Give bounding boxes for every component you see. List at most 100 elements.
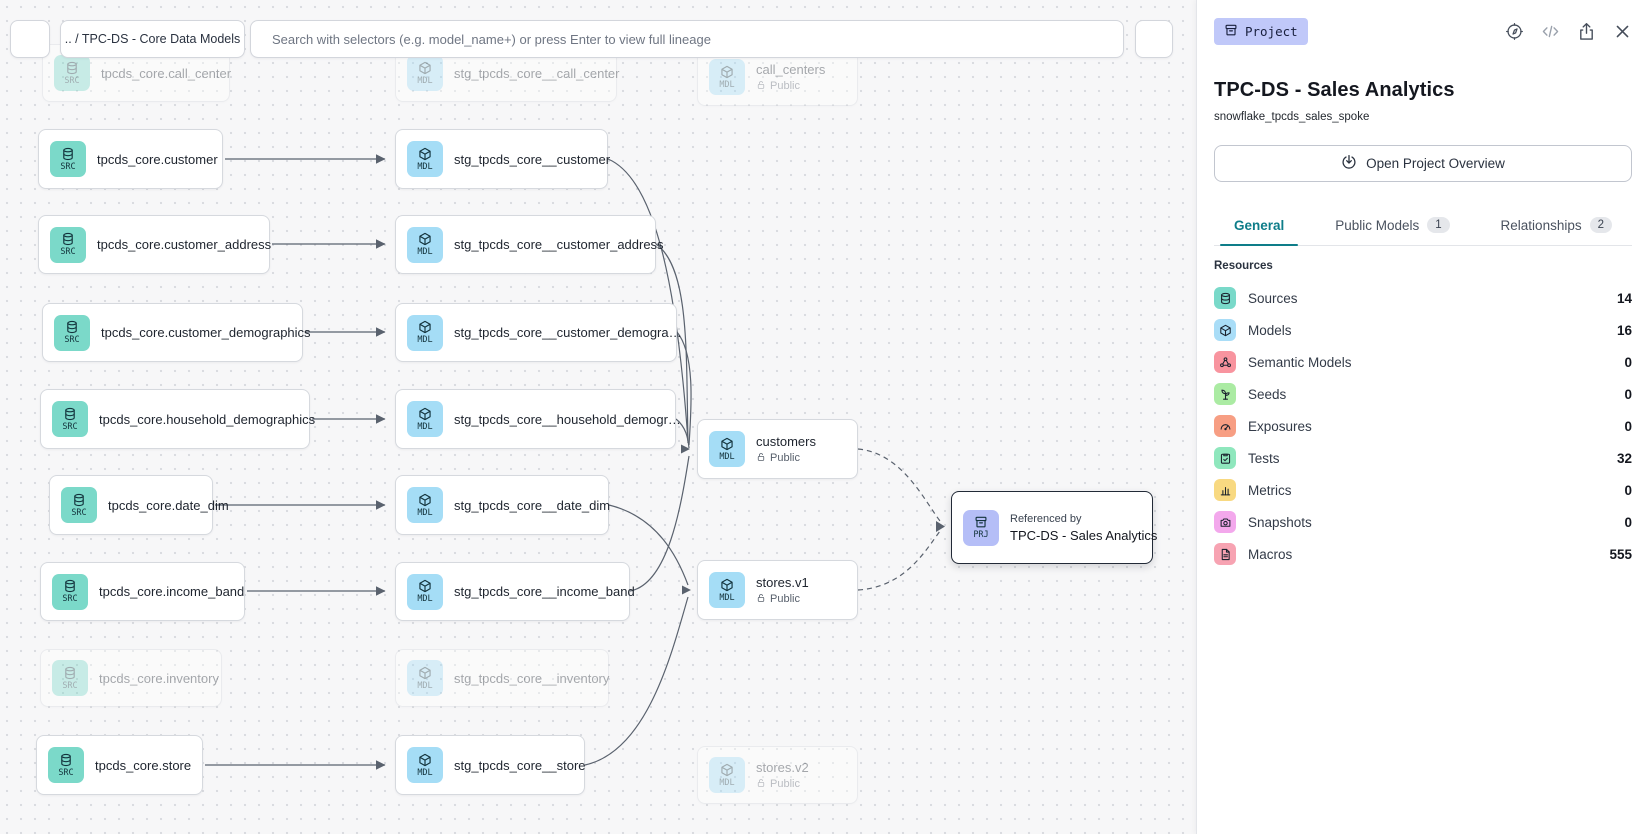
referenced-by-label: Referenced by: [1010, 512, 1082, 525]
snapshot-icon: [1214, 511, 1236, 533]
refresh-lineage-button[interactable]: [1135, 20, 1173, 58]
node-label: TPC-DS - Sales Analytics: [1010, 527, 1158, 543]
cube-icon: MDL: [407, 573, 443, 610]
resource-count: 0: [1624, 482, 1632, 498]
graph-node-src-date-dim[interactable]: SRC tpcds_core.date_dim: [49, 475, 229, 535]
metric-icon: [1214, 479, 1236, 501]
node-label: stg_tpcds_core__income_band: [454, 584, 635, 599]
cube-icon: MDL: [407, 487, 443, 523]
panel-header-icons: [1505, 22, 1632, 41]
resource-count: 0: [1624, 386, 1632, 402]
unlock-icon: [756, 778, 766, 791]
graph-node-src-customer[interactable]: SRC tpcds_core.customer: [38, 129, 223, 189]
resource-row-seeds[interactable]: Seeds 0: [1214, 378, 1632, 410]
database-icon: SRC: [61, 487, 97, 523]
semantic-icon: [1214, 351, 1236, 373]
cube-icon: MDL: [407, 314, 443, 351]
node-label: tpcds_core.inventory: [99, 670, 219, 686]
graph-node-src-inventory[interactable]: SRC tpcds_core.inventory: [40, 649, 222, 707]
project-icon: [1224, 23, 1238, 40]
breadcrumb[interactable]: .. / TPC-DS - Core Data Models: [60, 20, 245, 58]
resource-count: 0: [1624, 514, 1632, 530]
node-label: stg_tpcds_core__store: [454, 757, 586, 773]
search-input[interactable]: [272, 31, 1102, 47]
exposure-icon: [1214, 415, 1236, 437]
test-icon: [1214, 447, 1236, 469]
share-icon[interactable]: [1577, 22, 1596, 41]
node-label: stores.v1: [756, 574, 809, 590]
node-label: tpcds_core.customer: [97, 151, 218, 167]
close-lineage-button[interactable]: [10, 20, 50, 58]
resource-row-metrics[interactable]: Metrics 0: [1214, 474, 1632, 506]
resource-label: Seeds: [1248, 386, 1287, 402]
resource-type-badge: Project: [1214, 18, 1308, 45]
tab-label: Public Models: [1335, 217, 1420, 233]
open-project-overview-button[interactable]: Open Project Overview: [1214, 145, 1632, 182]
cube-icon: MDL: [709, 757, 745, 793]
breadcrumb-label: .. / TPC-DS - Core Data Models: [64, 32, 241, 46]
database-icon: SRC: [52, 401, 88, 437]
node-label: customers: [756, 433, 816, 449]
project-title: TPC-DS - Sales Analytics: [1214, 79, 1455, 101]
lineage-edges: [205, 154, 945, 770]
database-icon: [1214, 287, 1236, 309]
tab-count-badge: 2: [1589, 217, 1612, 233]
graph-node-mdl-stg-customer[interactable]: MDL stg_tpcds_core__customer: [395, 129, 611, 189]
node-label: stg_tpcds_core__customer: [454, 151, 611, 167]
resource-label: Metrics: [1248, 482, 1292, 498]
resource-count: 0: [1624, 354, 1632, 370]
close-icon[interactable]: [1613, 22, 1632, 41]
cube-icon: MDL: [709, 59, 745, 95]
node-label: tpcds_core.store: [95, 757, 192, 773]
node-label: tpcds_core.call_center: [101, 65, 232, 81]
resource-label: Exposures: [1248, 418, 1312, 434]
cube-icon: MDL: [407, 55, 443, 91]
node-label: stg_tpcds_core__call_center: [454, 65, 620, 81]
database-icon: SRC: [50, 141, 86, 177]
database-icon: SRC: [52, 660, 88, 696]
details-panel: Project TPC-DS - Sales Analytics snowfla…: [1196, 0, 1648, 834]
node-label: stg_tpcds_core__household_demogr…: [454, 411, 681, 427]
code-icon[interactable]: [1541, 22, 1560, 41]
unlock-icon: [756, 593, 766, 606]
graph-node-mdl-stg-income-band[interactable]: MDL stg_tpcds_core__income_band: [395, 562, 635, 621]
public-access-label: Public: [756, 80, 825, 93]
cube-icon: MDL: [407, 660, 443, 696]
node-label: tpcds_core.income_band: [99, 584, 245, 599]
graph-node-src-income-band[interactable]: SRC tpcds_core.income_band: [40, 562, 245, 621]
node-label: tpcds_core.date_dim: [108, 497, 229, 513]
database-icon: SRC: [52, 573, 88, 610]
compass-icon[interactable]: [1505, 22, 1524, 41]
overview-button-label: Open Project Overview: [1366, 156, 1505, 171]
tab-general[interactable]: General: [1220, 210, 1299, 246]
resource-label: Macros: [1248, 546, 1293, 562]
tab-label: General: [1234, 218, 1285, 233]
cube-icon: MDL: [407, 141, 443, 177]
